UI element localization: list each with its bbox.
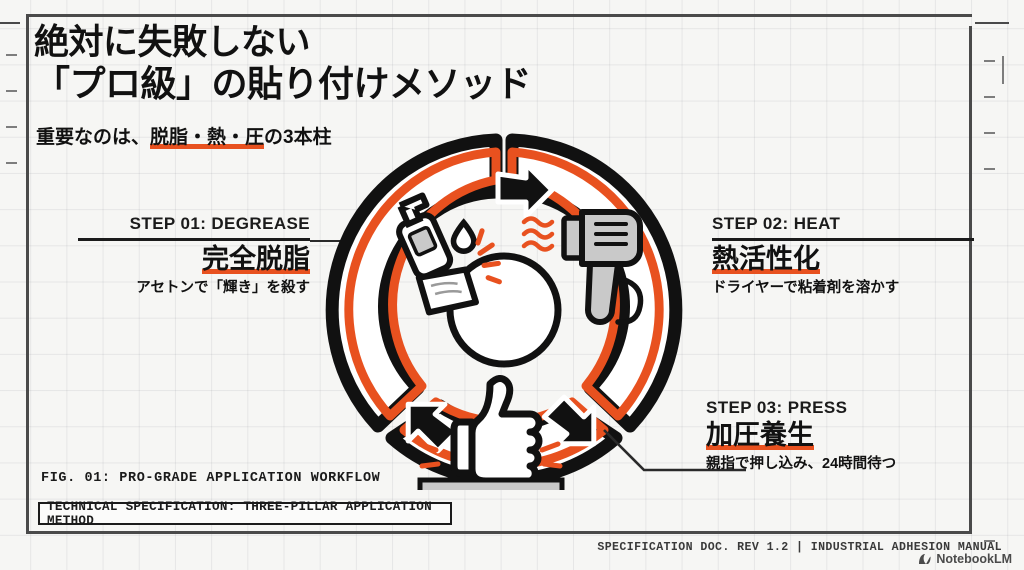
step-03-description: 親指で押し込み、24時間待つ: [706, 456, 897, 473]
notebooklm-watermark: NotebookLM: [917, 552, 1012, 566]
frame-bottom: [26, 531, 972, 534]
frame-right: [969, 26, 972, 534]
ruler-tick: [984, 96, 995, 98]
subtitle-suffix: の3本柱: [264, 127, 332, 148]
headline-line-1: 絶対に失敗しない: [34, 23, 311, 62]
ruler-tick: [6, 162, 17, 164]
ruler-tick: [984, 168, 995, 170]
figure-caption: FIG. 01: PRO-GRADE APPLICATION WORKFLOW: [41, 471, 381, 486]
ruler-tick: [984, 540, 995, 542]
page-title: 絶対に失敗しない 「プロ級」の貼り付けメソッド: [34, 22, 674, 106]
watermark-label: NotebookLM: [936, 552, 1012, 566]
step-01-rule: [78, 238, 310, 241]
spray-bottle-and-wipe-icon: [396, 192, 502, 316]
ruler-tick: [984, 132, 995, 134]
step-03-kicker: STEP 03: PRESS: [706, 398, 848, 417]
step-02-rule: [712, 238, 974, 241]
frame-left: [26, 14, 29, 534]
notebooklm-logo-icon: [919, 553, 931, 564]
spec-bar-label: TECHNICAL SPECIFICATION: THREE-PILLAR AP…: [47, 499, 433, 528]
subtitle: 重要なのは、脱脂・熱・圧の3本柱: [36, 122, 332, 149]
step-block-03[interactable]: STEP 03: PRESS 加圧養生 親指で押し込み、24時間待つ: [706, 398, 974, 473]
step-block-02[interactable]: STEP 02: HEAT 熱活性化 ドライヤーで粘着剤を溶かす: [712, 214, 974, 297]
step-02-description: ドライヤーで粘着剤を溶かす: [712, 280, 900, 297]
hair-dryer-icon: [521, 209, 644, 325]
step-01-description: アセトンで「輝き」を殺す: [136, 280, 310, 297]
spec-bar: TECHNICAL SPECIFICATION: THREE-PILLAR AP…: [38, 499, 452, 528]
ruler-tick: [984, 60, 995, 62]
frame-corner-top-left-cap: [0, 22, 20, 24]
step-block-01[interactable]: STEP 01: DEGREASE 完全脱脂 アセトンで「輝き」を殺す: [78, 214, 310, 297]
step-03-title: 加圧養生: [706, 420, 814, 450]
subtitle-prefix: 重要なのは、: [36, 127, 151, 148]
cycle-svg: [325, 133, 683, 496]
step-02-title: 熱活性化: [712, 244, 820, 274]
footer-note: SPECIFICATION DOC. REV 1.2 | INDUSTRIAL …: [597, 541, 1002, 554]
arrow-degrease-to-heat-icon: [495, 161, 555, 219]
step-01-title: 完全脱脂: [202, 244, 310, 274]
ruler-tick: [6, 90, 17, 92]
leader-line-step-03: [603, 429, 746, 472]
step-01-kicker: STEP 01: DEGREASE: [129, 214, 310, 233]
thumbs-up-press-icon: [417, 375, 565, 496]
ruler-tick: [6, 126, 17, 128]
workflow-cycle-diagram: [300, 130, 700, 496]
headline-line-2: 「プロ級」の貼り付けメソッド: [34, 63, 532, 105]
step-02-kicker: STEP 02: HEAT: [712, 214, 841, 233]
arrow-heat-to-press-icon: [541, 394, 597, 447]
frame-corner-top-right-cap: [975, 22, 1009, 24]
subtitle-highlight: 脱脂・熱・圧: [150, 127, 265, 149]
frame-top: [26, 14, 972, 17]
ruler-tick: [1002, 56, 1004, 84]
ruler-tick: [6, 54, 17, 56]
